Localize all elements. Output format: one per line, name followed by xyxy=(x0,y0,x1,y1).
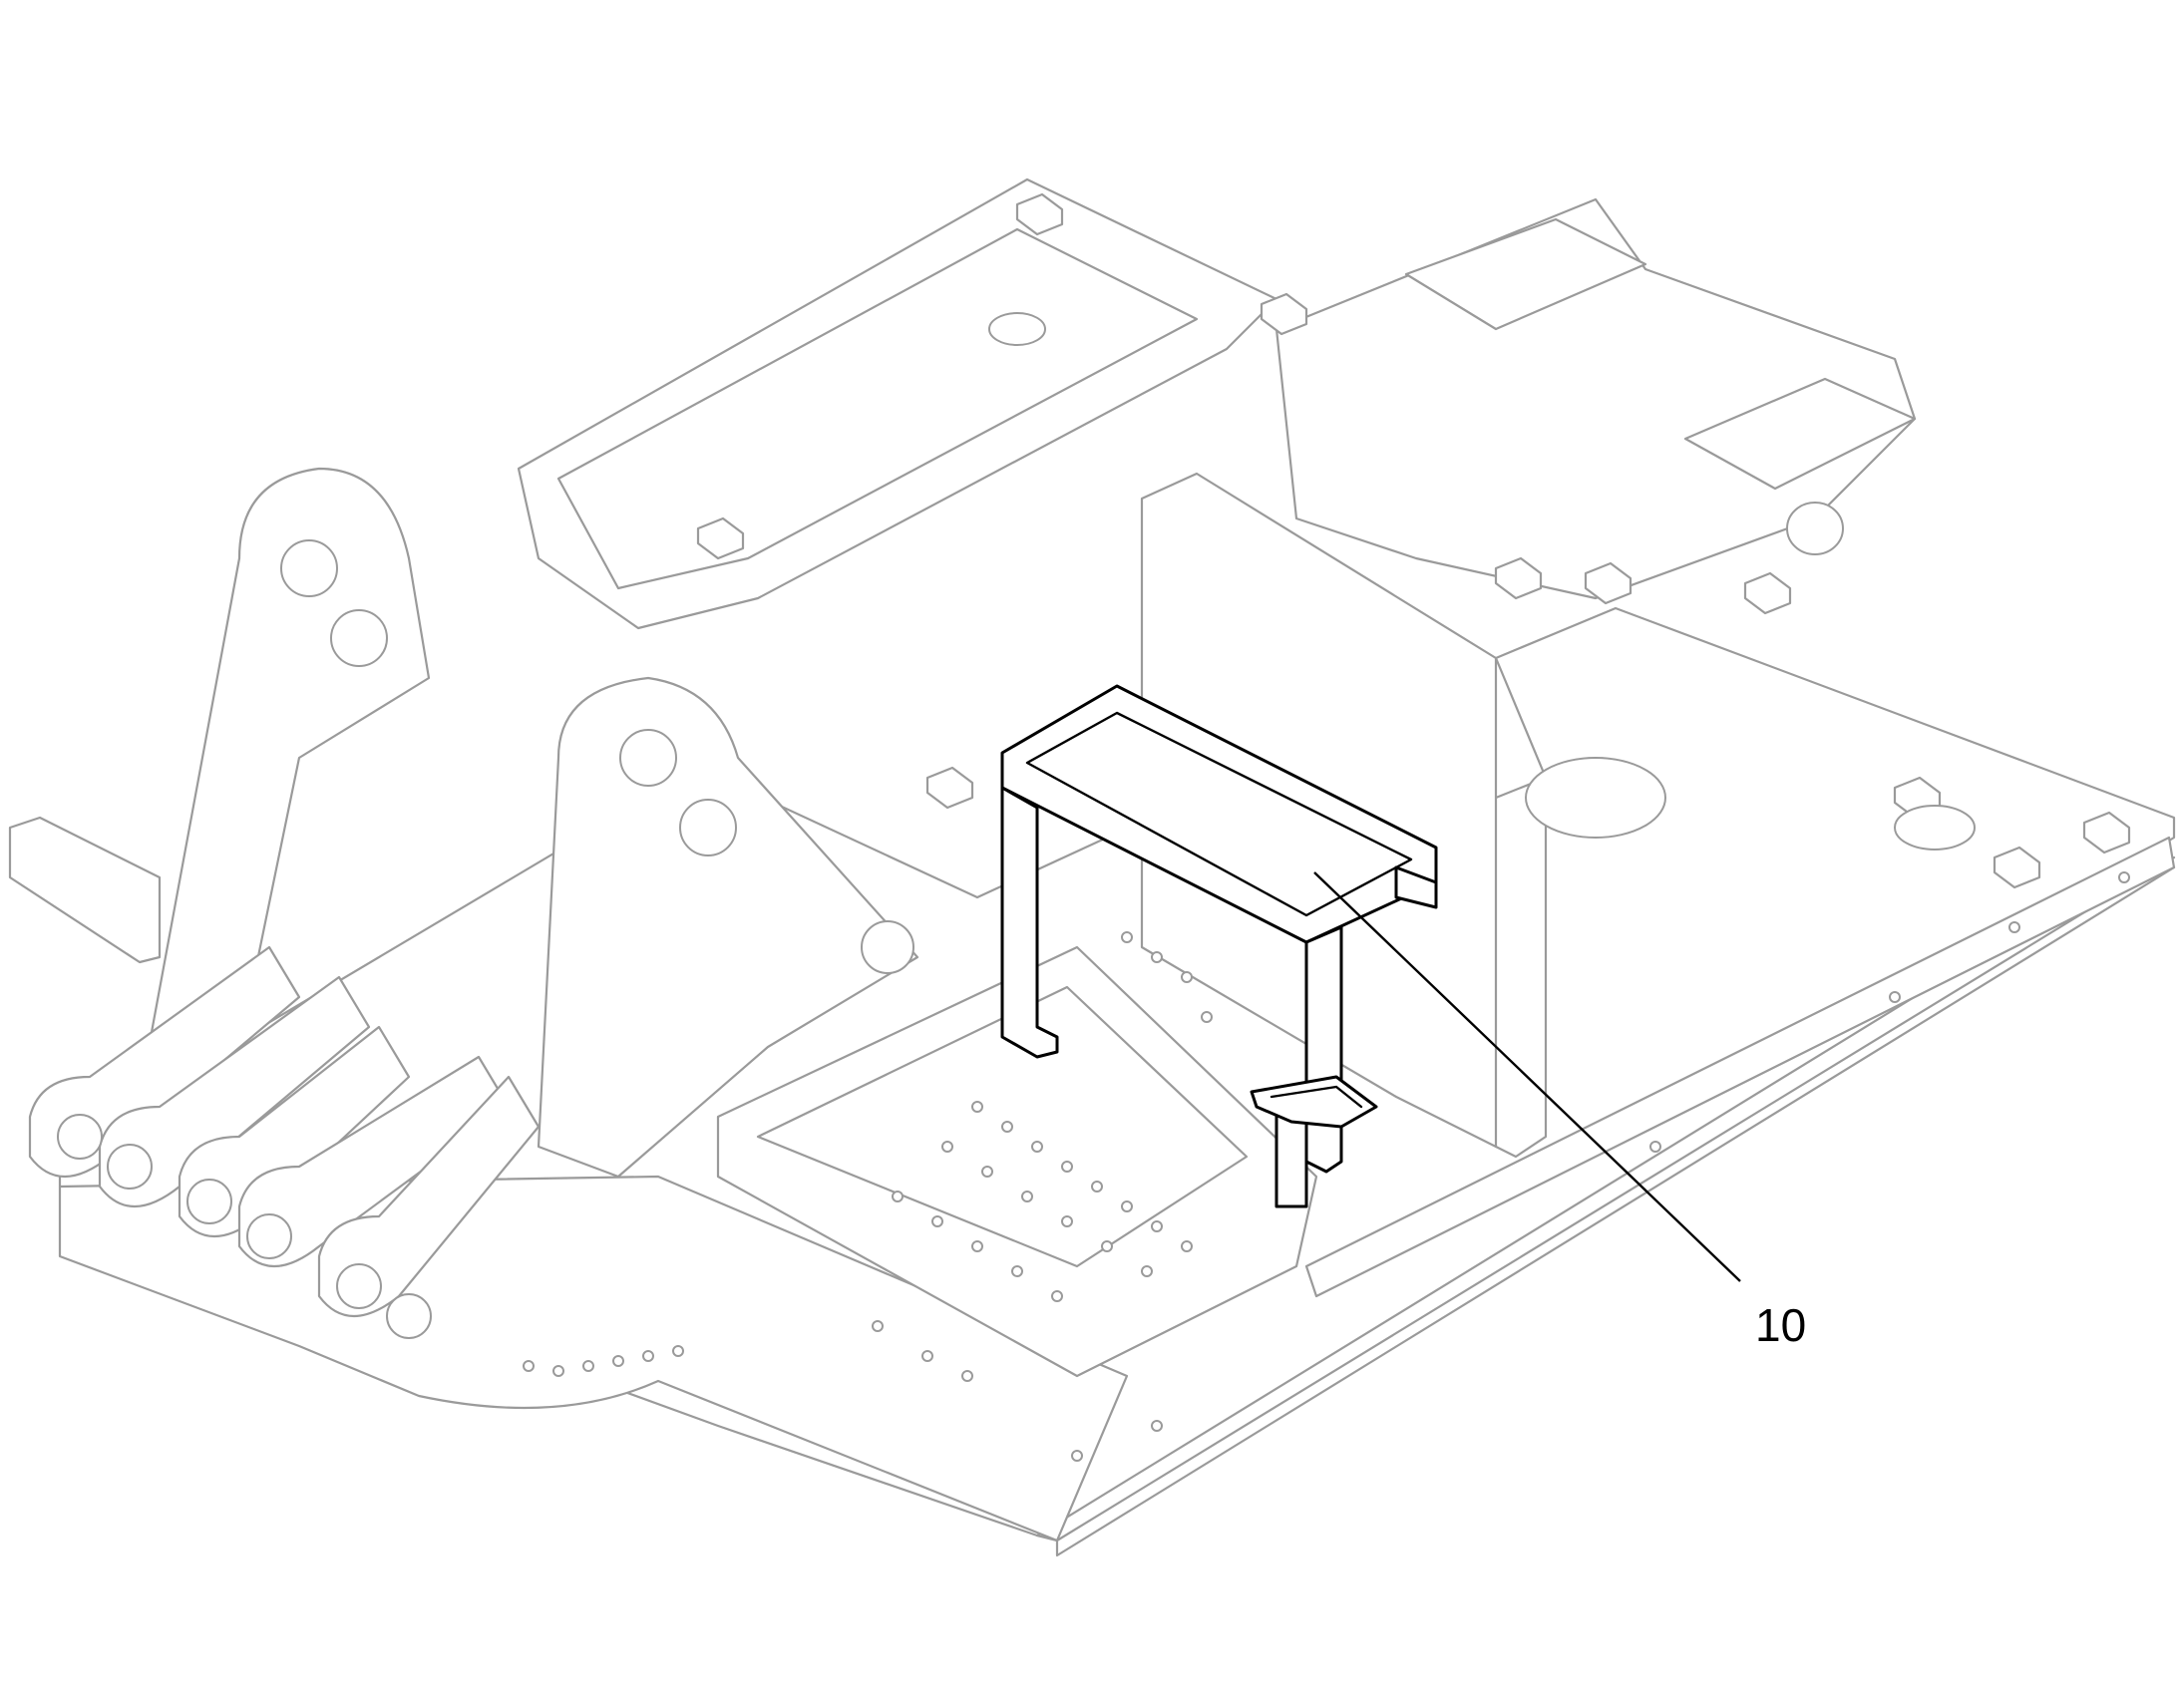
side-opening xyxy=(1786,502,1844,555)
boom-pin-hole-3 xyxy=(619,729,677,787)
rear-opening xyxy=(988,312,1046,346)
floor-plate xyxy=(716,945,1318,1378)
seat-bracket-foot-plate xyxy=(1250,1075,1378,1129)
mid-opening xyxy=(1525,757,1666,839)
seat-bracket-back-leg xyxy=(1394,865,1438,909)
front-skirt-edge xyxy=(1035,855,2176,1557)
right-opening xyxy=(1894,805,1976,851)
front-lug-plates xyxy=(28,945,541,1339)
rear-left-deck-inner xyxy=(556,227,1199,590)
rear-right-deck xyxy=(1274,197,1917,600)
left-arm xyxy=(8,816,162,964)
right-side-beam xyxy=(1304,836,2176,1298)
rear-left-deck xyxy=(517,177,1278,630)
machine-frame xyxy=(8,177,2176,1557)
callout-label: 10 xyxy=(1755,1299,1806,1351)
seat-bracket-top-inset xyxy=(1025,711,1413,917)
boom-pin-hole-4 xyxy=(679,799,737,856)
boom-pin-hole-1 xyxy=(280,539,338,597)
seat-bracket-right-leg xyxy=(1304,925,1343,1174)
skirt-holes xyxy=(523,871,2130,1462)
rear-pad-right xyxy=(1683,377,1917,491)
callout-leader xyxy=(1313,871,1741,1282)
center-boom-mount xyxy=(537,676,919,1179)
seat-bracket xyxy=(1000,684,1438,1208)
floor-plate-inner xyxy=(756,985,1249,1268)
floor-plate-holes xyxy=(892,931,1213,1302)
rear-pad-left xyxy=(1404,217,1647,331)
mounting-blocks xyxy=(696,192,2131,889)
boom-pin-hole-5 xyxy=(861,920,914,974)
boom-pin-hole-2 xyxy=(330,609,388,667)
callout-10: 10 xyxy=(1313,871,1806,1351)
